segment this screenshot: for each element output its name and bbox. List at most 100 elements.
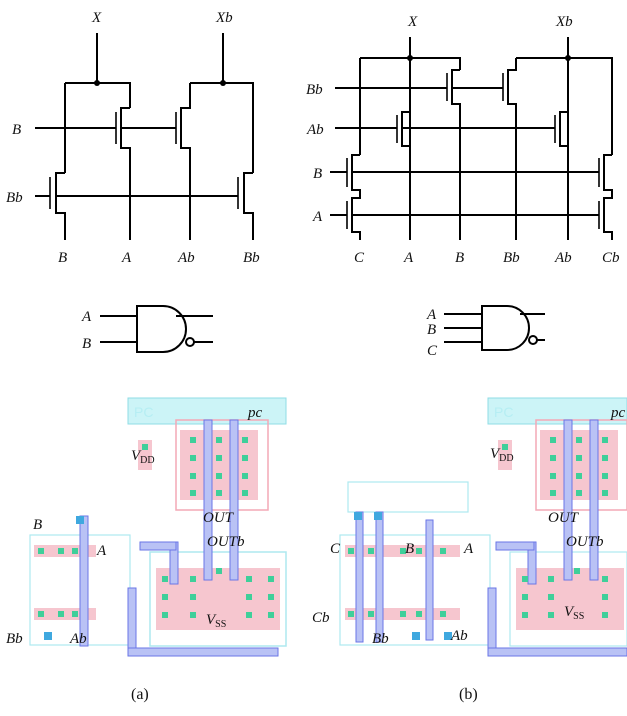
pc-outline-b (347, 481, 469, 513)
label-x-b: X (407, 14, 418, 30)
transistor-stack-right-b (603, 154, 613, 240)
metal-b-b (375, 511, 384, 643)
label-left-bb-a: Bb (6, 190, 23, 206)
label-bottom-b-b: B (455, 250, 464, 266)
label-left-bb-b: Bb (306, 82, 323, 98)
label-bottom-ab-b: Ab (554, 250, 572, 266)
label-bottom-a-a: A (121, 250, 132, 266)
pmos-outline-b (535, 419, 627, 511)
junction-x-a (94, 80, 100, 86)
transistor-ab2-b (559, 111, 568, 147)
input-contacts-b (348, 512, 452, 640)
layout-a: PC (6, 397, 287, 657)
layout-a-label-ab: Ab (69, 631, 87, 647)
label-bottom-b-a: B (58, 250, 67, 266)
vss-label-a: VSS (206, 612, 226, 630)
pmos-contacts-b (550, 437, 608, 496)
gate-a-body (136, 305, 187, 353)
outb-label-a: OUTb (207, 534, 245, 550)
caption-b: (b) (459, 686, 478, 703)
outb-label-b: OUTb (566, 534, 604, 550)
gate-a-input-b: B (82, 336, 91, 352)
metal-vss-rail-b (487, 647, 627, 657)
metal-out-a (203, 419, 213, 581)
input-contacts-a (38, 516, 84, 640)
label-bottom-bb-b: Bb (503, 250, 520, 266)
gate-b-inputs (444, 313, 482, 343)
pc-label-a: pc (247, 405, 263, 421)
label-x-a: X (91, 10, 102, 26)
vdd-tap-a (138, 440, 152, 470)
vdd-contact-b (502, 444, 508, 450)
layout-b-label-cb: Cb (312, 610, 330, 626)
gate-b-outputs (520, 313, 545, 341)
out-label-a: OUT (203, 510, 235, 526)
label-left-a-b: A (312, 209, 323, 225)
metal-vss-rail-a (127, 647, 279, 657)
vdd-label-a: VDD (131, 448, 155, 466)
pmos-outline-a (175, 419, 269, 511)
layout-a-label-a: A (96, 543, 107, 559)
junction-xb-b (565, 55, 571, 61)
label-left-b-a: B (12, 122, 21, 138)
gate-b-input-b: B (427, 322, 436, 338)
label-xb-b: Xb (555, 14, 573, 30)
nmos-contacts-b (522, 568, 608, 618)
pc-watermark-a: PC (134, 404, 153, 420)
nand-gate-a: A B (81, 305, 213, 353)
node-xb-b (516, 57, 613, 155)
nmos-outline-a (149, 551, 287, 647)
gate-a-bubble (185, 337, 195, 347)
metal-left-a (127, 587, 137, 655)
schematic-b: X Xb Bb Ab B A C (306, 14, 620, 266)
layout-b-label-a: A (463, 541, 474, 557)
wire-xb-a (190, 33, 254, 173)
metal-a-b (425, 519, 434, 641)
vdd-contact-a (142, 444, 148, 450)
layout-b-label-b: B (405, 541, 414, 557)
gate-a-inputs (100, 315, 137, 343)
schematic-a: X Xb B Bb B A Ab Bb (6, 10, 260, 266)
transistor-bb1-b (451, 69, 461, 240)
metal-out-b (563, 419, 573, 581)
metal-jog-h-b (495, 541, 535, 551)
label-bottom-cb-b: Cb (602, 250, 620, 266)
label-bottom-a-b: A (403, 250, 414, 266)
label-bottom-bb-a: Bb (243, 250, 260, 266)
transistor-4-channel-a (243, 172, 254, 240)
label-xb-a: Xb (215, 10, 233, 26)
label-left-b-b: B (313, 166, 322, 182)
nmos-contacts-a (162, 568, 274, 618)
out-label-b: OUT (548, 510, 580, 526)
vdd-tap-b (498, 440, 512, 470)
layout-a-label-bb: Bb (6, 631, 23, 647)
junction-x-b (407, 55, 413, 61)
metal-left-b (487, 587, 497, 655)
node-x-b (360, 57, 461, 70)
metal-outb-a (229, 419, 239, 581)
junction-xb-a (220, 80, 226, 86)
nand-gate-b: A B C (426, 305, 545, 359)
label-left-ab-b: Ab (306, 122, 324, 138)
layout-b: PC (312, 397, 627, 657)
metal-jog-h-a (139, 541, 177, 551)
layout-b-label-ab: Ab (450, 628, 468, 644)
layout-b-label-c: C (330, 541, 341, 557)
gate-a-input-a: A (81, 309, 92, 325)
label-bottom-ab-a: Ab (177, 250, 195, 266)
transistor-2-channel-a (180, 83, 191, 240)
wire-x-a (65, 33, 131, 108)
transistor-bb2-b (507, 58, 517, 240)
metal-b-a (79, 515, 89, 647)
transistor-stack-left-b (351, 154, 361, 240)
caption-a: (a) (131, 686, 149, 703)
vss-label-b: VSS (564, 604, 584, 622)
transistor-1-channel-a (120, 107, 131, 240)
gate-b-input-c: C (427, 343, 438, 359)
gate-a-outputs (176, 315, 213, 343)
gate-b-input-a: A (426, 307, 437, 323)
label-bottom-c-b: C (354, 250, 365, 266)
pmos-contacts-a (190, 437, 248, 496)
gate-b-body (481, 305, 530, 351)
